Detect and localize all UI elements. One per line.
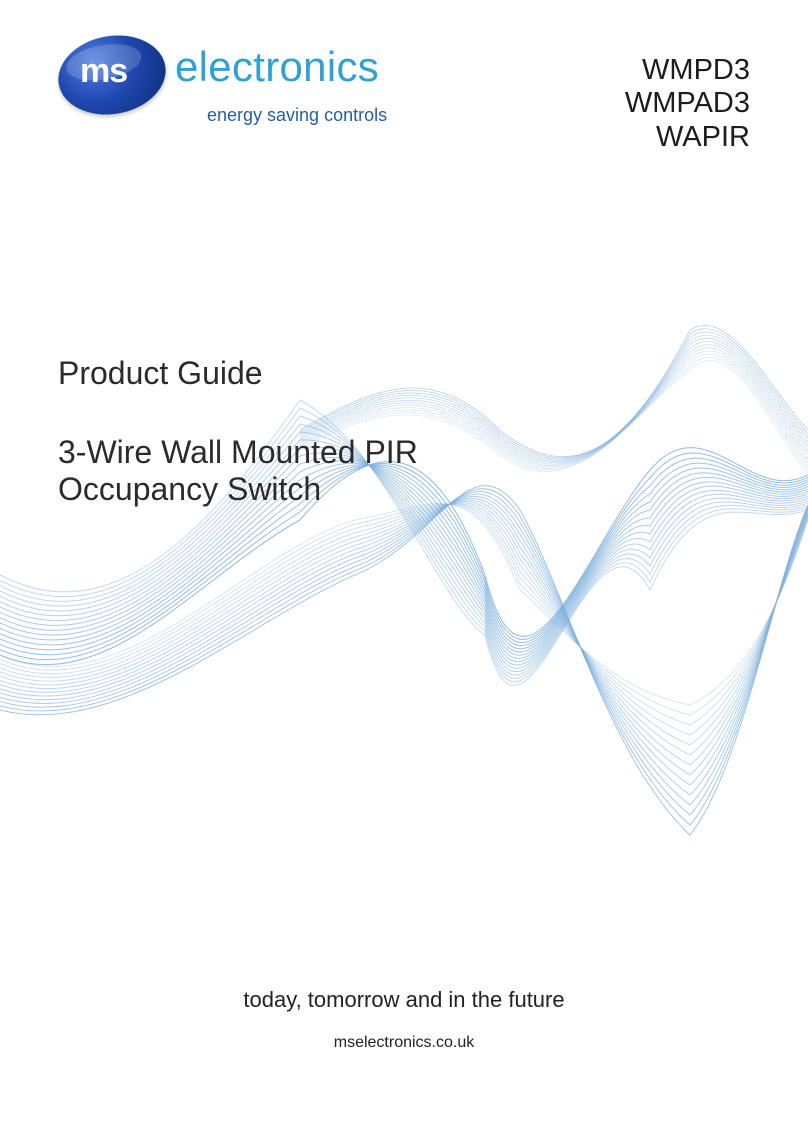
guide-subtitle-line1: 3-Wire Wall Mounted PIR	[58, 433, 418, 470]
logo-ms-text: ms	[80, 52, 128, 90]
brand-logo: ms electronics energy saving controls	[52, 27, 408, 136]
website-link[interactable]: mselectronics.co.uk	[333, 1034, 475, 1051]
footer-slogan: today, tomorrow and in the future	[243, 987, 565, 1012]
guide-title-block: Product Guide 3-Wire Wall Mounted PIR Oc…	[58, 355, 468, 507]
model-code: WAPIR	[656, 120, 750, 153]
model-list: WMPD3 WMPAD3 WAPIR	[625, 54, 750, 154]
wave-line	[0, 485, 808, 836]
model-code: WMPAD3	[624, 87, 750, 120]
wave-line	[0, 503, 808, 716]
wave-line	[0, 501, 808, 766]
logo-tagline: energy saving controls	[207, 105, 388, 125]
wave-line	[0, 503, 808, 706]
wave-line	[0, 503, 808, 726]
guide-title: Product Guide	[58, 355, 263, 391]
wave-line	[0, 503, 808, 736]
model-code: WMPD3	[642, 54, 750, 86]
guide-subtitle-line2: Occupancy Switch	[58, 470, 322, 507]
wave-line	[0, 497, 808, 786]
wave-line	[0, 488, 808, 826]
wave-line	[0, 502, 808, 756]
wave-line	[0, 493, 808, 806]
wave-line	[0, 491, 808, 816]
logo-wordmark: electronics	[175, 43, 380, 90]
wave-line	[0, 499, 808, 776]
wave-line	[0, 503, 808, 746]
wave-line	[0, 496, 808, 796]
